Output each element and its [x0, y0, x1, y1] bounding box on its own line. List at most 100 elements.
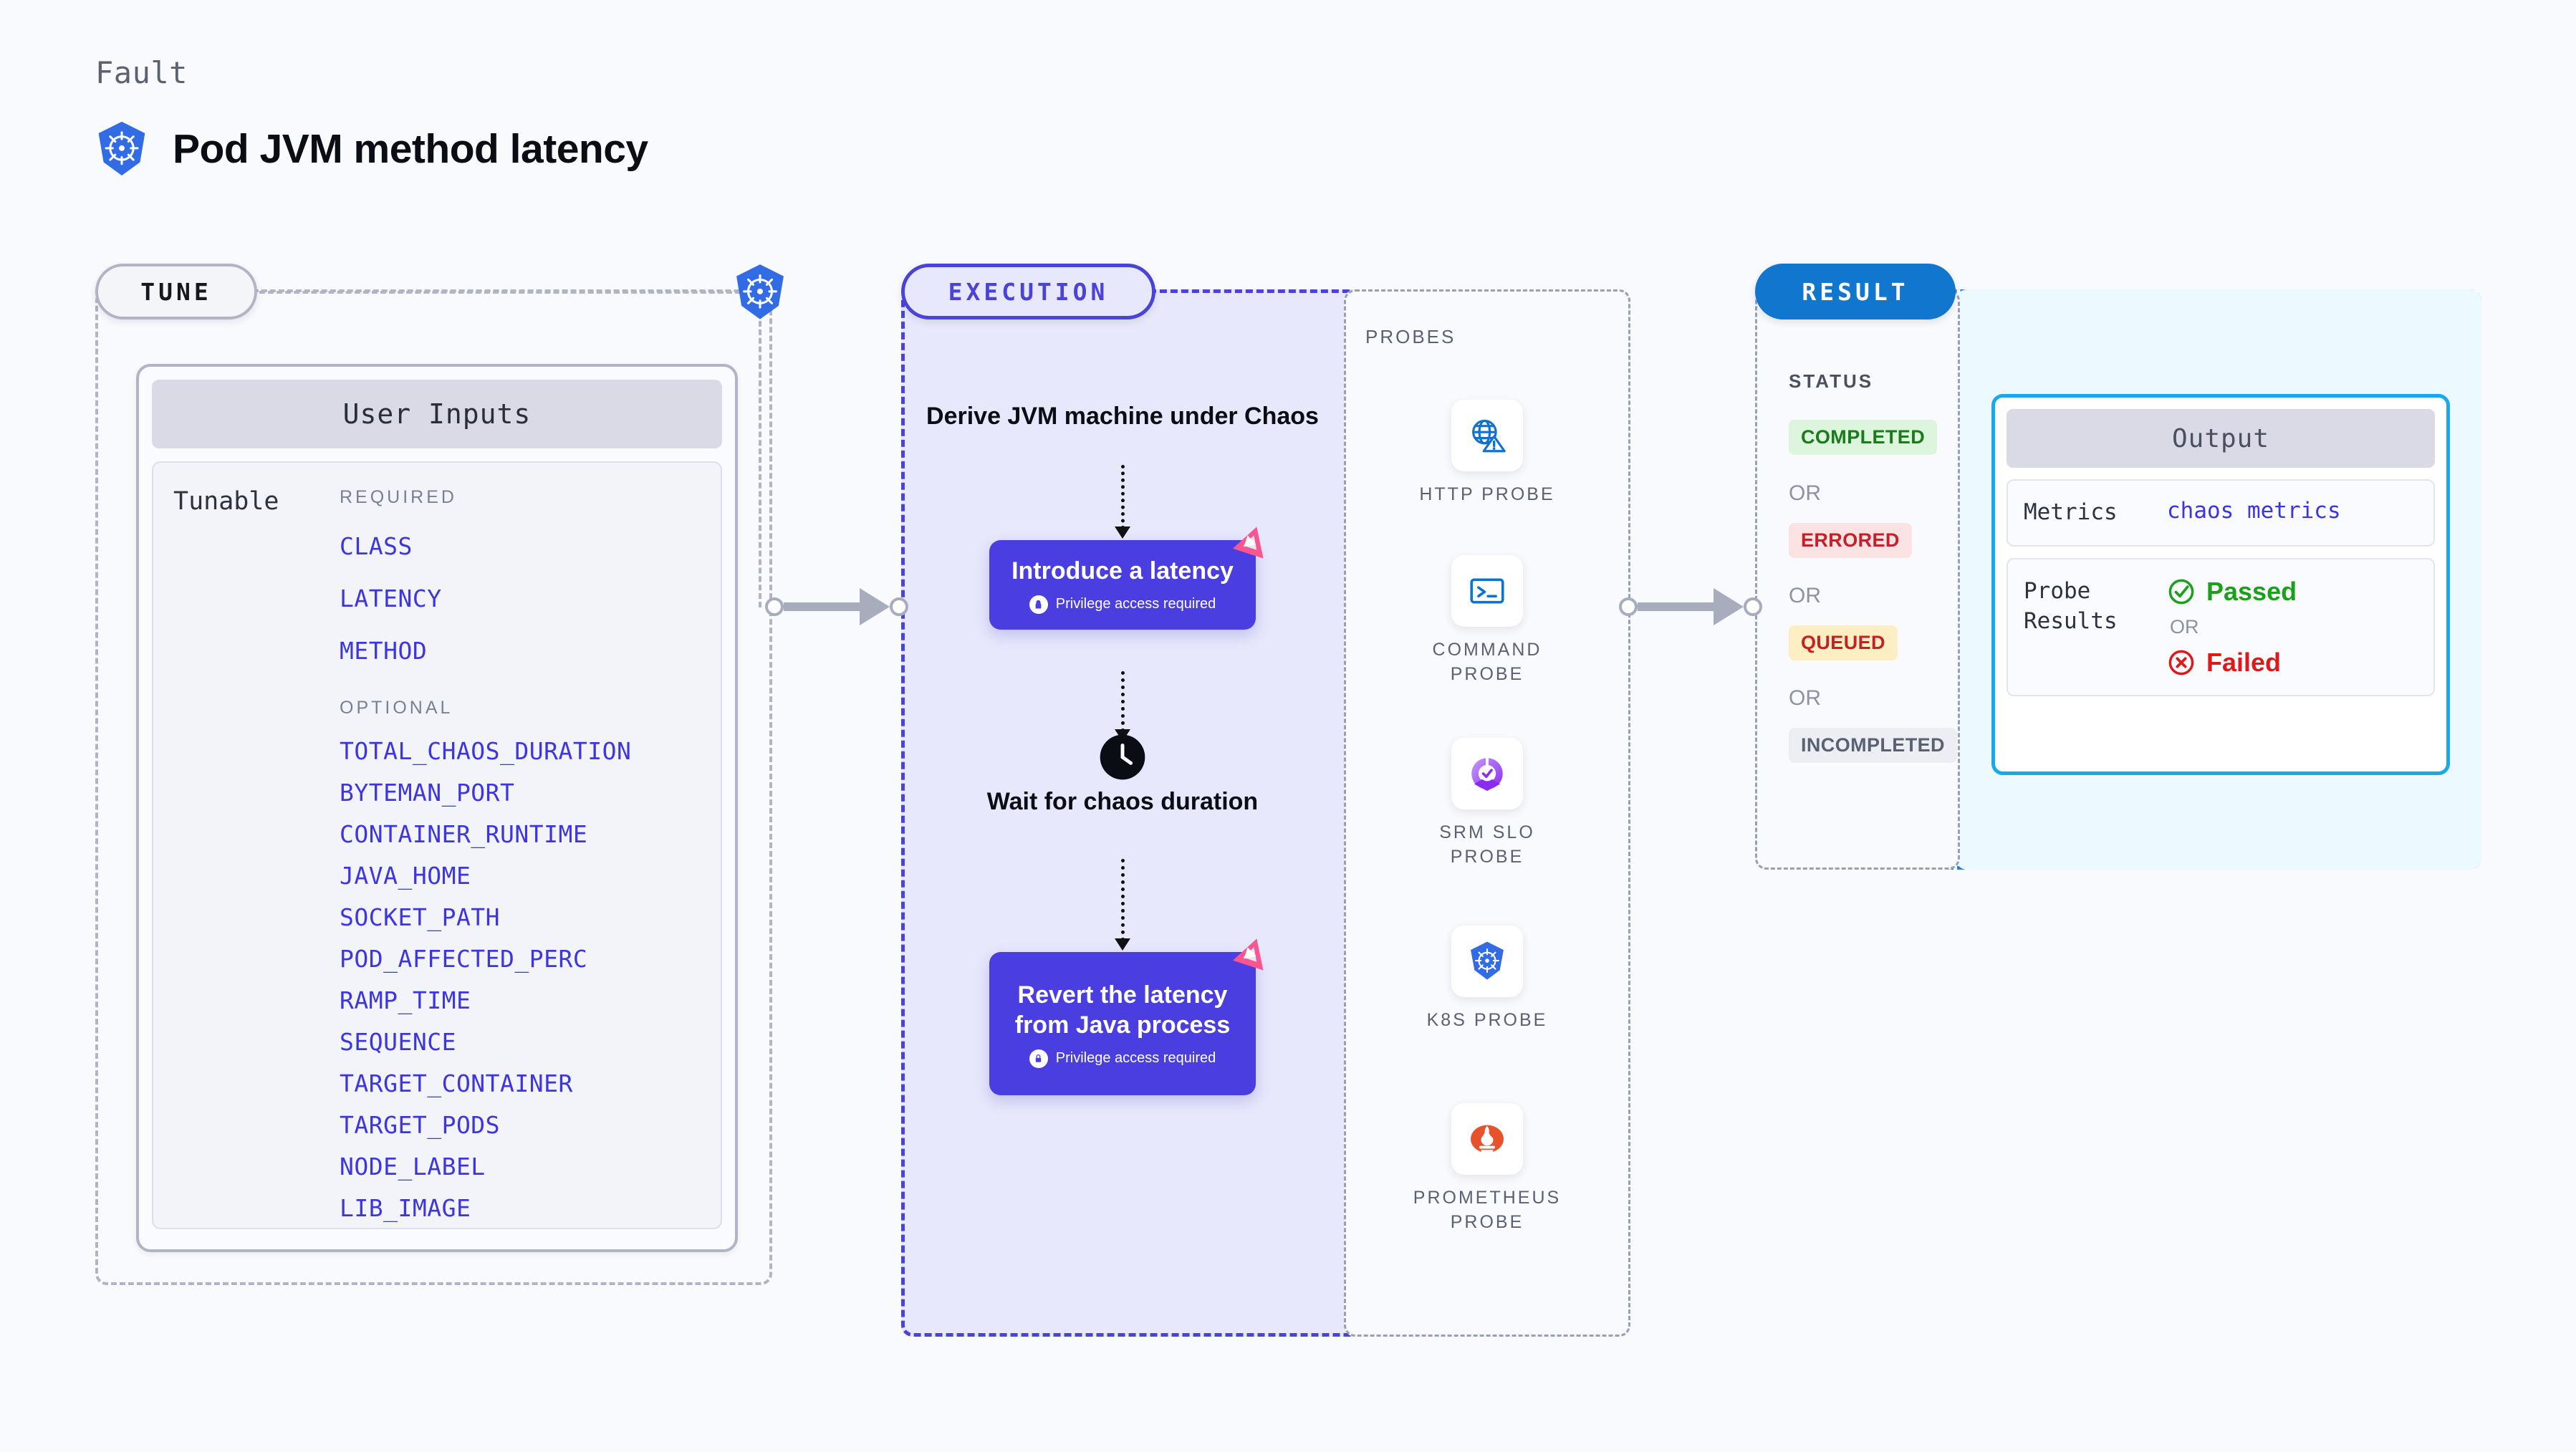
status-or-3: OR	[1789, 686, 1821, 710]
litmus-chaos-icon	[1232, 938, 1264, 971]
param-lib-image[interactable]: LIB_IMAGE	[340, 1194, 471, 1222]
param-total-chaos-duration[interactable]: TOTAL_CHAOS_DURATION	[340, 737, 632, 765]
param-latency[interactable]: LATENCY	[340, 585, 442, 612]
flow-arrow-2	[1115, 671, 1130, 741]
param-node-label[interactable]: NODE_LABEL	[340, 1153, 486, 1181]
param-sequence[interactable]: SEQUENCE	[340, 1028, 456, 1056]
status-label: STATUS	[1789, 370, 1874, 392]
metrics-key: Metrics	[2024, 499, 2118, 525]
probe-results-values: Passed OR Failed	[2167, 577, 2297, 678]
introduce-latency-node[interactable]: Introduce a latency Privilege access req…	[989, 527, 1264, 630]
status-badge-errored: ERRORED	[1789, 523, 1912, 558]
probe-label: K8S PROBE	[1426, 1010, 1548, 1030]
probe-k8s[interactable]: K8S PROBE	[1408, 925, 1566, 1033]
status-region	[1755, 289, 1960, 870]
x-circle-icon	[2168, 650, 2194, 675]
page-title: Pod JVM method latency	[173, 126, 648, 172]
clock-icon	[1100, 734, 1145, 780]
user-inputs-body: Tunable REQUIRED CLASS LATENCY METHOD OP…	[152, 461, 722, 1229]
status-or-1: OR	[1789, 481, 1821, 505]
privilege-note: Privilege access required	[1029, 595, 1216, 614]
status-badge-completed: COMPLETED	[1789, 420, 1938, 455]
output-title: Output	[2007, 409, 2435, 468]
node-title: Revert the latency from Java process	[1014, 981, 1231, 1039]
srm-slo-icon	[1451, 738, 1523, 809]
probe-result-or: OR	[2170, 615, 2199, 638]
probe-label: SRM SLO PROBE	[1439, 822, 1535, 867]
probe-prometheus[interactable]: PROMETHEUS PROBE	[1408, 1103, 1566, 1235]
param-pod-affected-perc[interactable]: POD_AFFECTED_PERC	[340, 945, 588, 973]
connector-dot-start	[1619, 597, 1638, 616]
wait-chaos-step-label: Wait for chaos duration	[986, 788, 1259, 815]
check-circle-icon	[2168, 579, 2194, 605]
terminal-icon	[1451, 555, 1523, 627]
kubernetes-icon	[1451, 925, 1523, 997]
failed-label: Failed	[2206, 647, 2282, 677]
param-class[interactable]: CLASS	[340, 532, 413, 560]
probe-label: COMMAND PROBE	[1432, 640, 1542, 684]
probe-http[interactable]: HTTP PROBE	[1408, 400, 1566, 507]
connector-dot-end	[890, 597, 908, 616]
lock-icon	[1029, 595, 1048, 614]
status-badge-incompleted: INCOMPLETED	[1789, 728, 1957, 763]
prometheus-icon	[1451, 1103, 1523, 1175]
probe-result-passed: Passed	[2167, 577, 2297, 607]
connector-tune-to-execution	[765, 588, 908, 625]
connector-execution-to-result	[1619, 588, 1762, 625]
connector-bar	[1638, 602, 1715, 611]
param-socket-path[interactable]: SOCKET_PATH	[340, 903, 501, 931]
output-probe-results-row: Probe Results Passed OR Faile	[2007, 557, 2435, 696]
connector-dot-end	[1744, 597, 1762, 616]
tune-pill[interactable]: TUNE	[95, 264, 257, 319]
tunable-label: Tunable	[173, 487, 279, 516]
privilege-note: Privilege access required	[1029, 1049, 1216, 1068]
output-card: Output Metrics chaos metrics Probe Resul…	[1991, 394, 2450, 775]
node-title: Introduce a latency	[1011, 557, 1234, 585]
param-ramp-time[interactable]: RAMP_TIME	[340, 986, 471, 1014]
metrics-value[interactable]: chaos metrics	[2167, 498, 2341, 524]
connector-arrowhead	[1714, 588, 1744, 625]
probe-result-failed: Failed	[2167, 648, 2297, 678]
flow-arrow-1	[1115, 465, 1130, 539]
probe-results-key: Probe Results	[2024, 577, 2118, 634]
result-pill[interactable]: RESULT	[1755, 264, 1956, 319]
param-target-container[interactable]: TARGET_CONTAINER	[340, 1069, 573, 1097]
privilege-text: Privilege access required	[1055, 1050, 1216, 1066]
kubernetes-icon	[736, 264, 784, 319]
globe-warning-icon	[1451, 400, 1523, 471]
param-byteman-port[interactable]: BYTEMAN_PORT	[340, 779, 515, 807]
probe-command[interactable]: COMMAND PROBE	[1408, 555, 1566, 687]
user-inputs-card: User Inputs Tunable REQUIRED CLASS LATEN…	[136, 364, 738, 1252]
kubernetes-vertical-dashed-line	[759, 321, 761, 607]
litmus-chaos-icon	[1232, 527, 1264, 559]
probe-srm-slo[interactable]: SRM SLO PROBE	[1408, 738, 1566, 870]
lock-icon	[1029, 1049, 1048, 1068]
connector-arrowhead	[860, 588, 890, 625]
connector-bar	[784, 602, 861, 611]
passed-label: Passed	[2206, 576, 2297, 606]
page-title-row: Pod JVM method latency	[95, 120, 648, 178]
privilege-text: Privilege access required	[1055, 596, 1216, 612]
fault-eyebrow-label: Fault	[95, 55, 188, 90]
execution-pill[interactable]: EXECUTION	[901, 264, 1155, 319]
parameters-column: REQUIRED CLASS LATENCY METHOD OPTIONAL T…	[340, 487, 721, 1228]
connector-dot-start	[765, 597, 784, 616]
param-method[interactable]: METHOD	[340, 637, 428, 665]
param-container-runtime[interactable]: CONTAINER_RUNTIME	[340, 820, 588, 848]
optional-group-label: OPTIONAL	[340, 698, 453, 718]
kubernetes-badge	[732, 264, 788, 321]
output-metrics-row: Metrics chaos metrics	[2007, 479, 2435, 547]
probes-label: PROBES	[1365, 326, 1456, 347]
probe-label: HTTP PROBE	[1419, 484, 1555, 504]
kubernetes-icon	[98, 121, 145, 176]
status-badge-queued: QUEUED	[1789, 625, 1898, 660]
tune-dashed-connector	[259, 291, 741, 294]
param-target-pods[interactable]: TARGET_PODS	[340, 1111, 501, 1139]
derive-jvm-step-label: Derive JVM machine under Chaos	[926, 403, 1319, 430]
user-inputs-title: User Inputs	[152, 380, 722, 448]
revert-latency-node[interactable]: Revert the latency from Java process Pri…	[989, 938, 1264, 1095]
param-java-home[interactable]: JAVA_HOME	[340, 862, 471, 890]
execution-flow: Derive JVM machine under Chaos Introduce…	[901, 289, 1344, 1337]
optional-params-list: TOTAL_CHAOS_DURATION BYTEMAN_PORT CONTAI…	[340, 737, 708, 1222]
